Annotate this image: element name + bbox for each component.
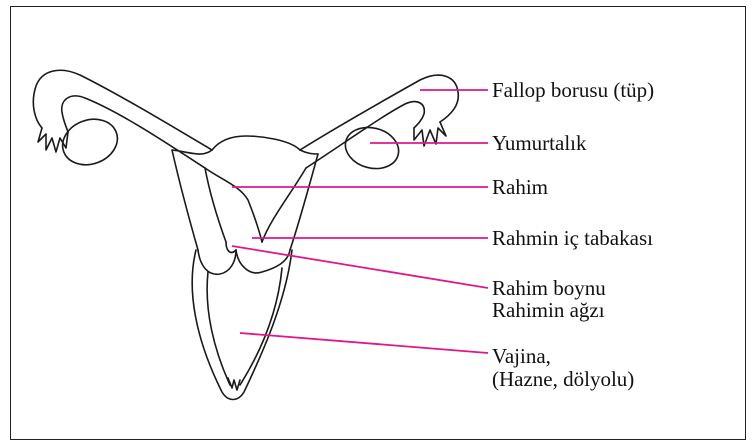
vagina (192, 250, 292, 400)
label-cervix-line-1: Rahim boynu (492, 276, 606, 300)
left-fallopian-tube (33, 70, 212, 168)
label-endometrium: Rahmin iç tabakası (492, 226, 653, 250)
label-vagina-line-1: Vajina, (492, 344, 551, 368)
label-vagina-line-2: (Hazne, dölyolu) (492, 367, 634, 391)
right-ovary (341, 122, 404, 175)
uterus-outline (172, 136, 318, 250)
label-fallopian-tube: Fallop borusu (tüp) (492, 78, 654, 102)
uterine-cavity (205, 168, 306, 242)
label-uterus: Rahim (492, 175, 548, 199)
label-ovary: Yumurtalık (492, 131, 587, 155)
leader-line-vagina (240, 333, 488, 353)
label-cervix-line-2: Rahimin ağzı (492, 298, 605, 322)
right-fallopian-tube (300, 75, 458, 168)
cervix (198, 242, 290, 274)
leader-line-cervix (232, 246, 488, 288)
